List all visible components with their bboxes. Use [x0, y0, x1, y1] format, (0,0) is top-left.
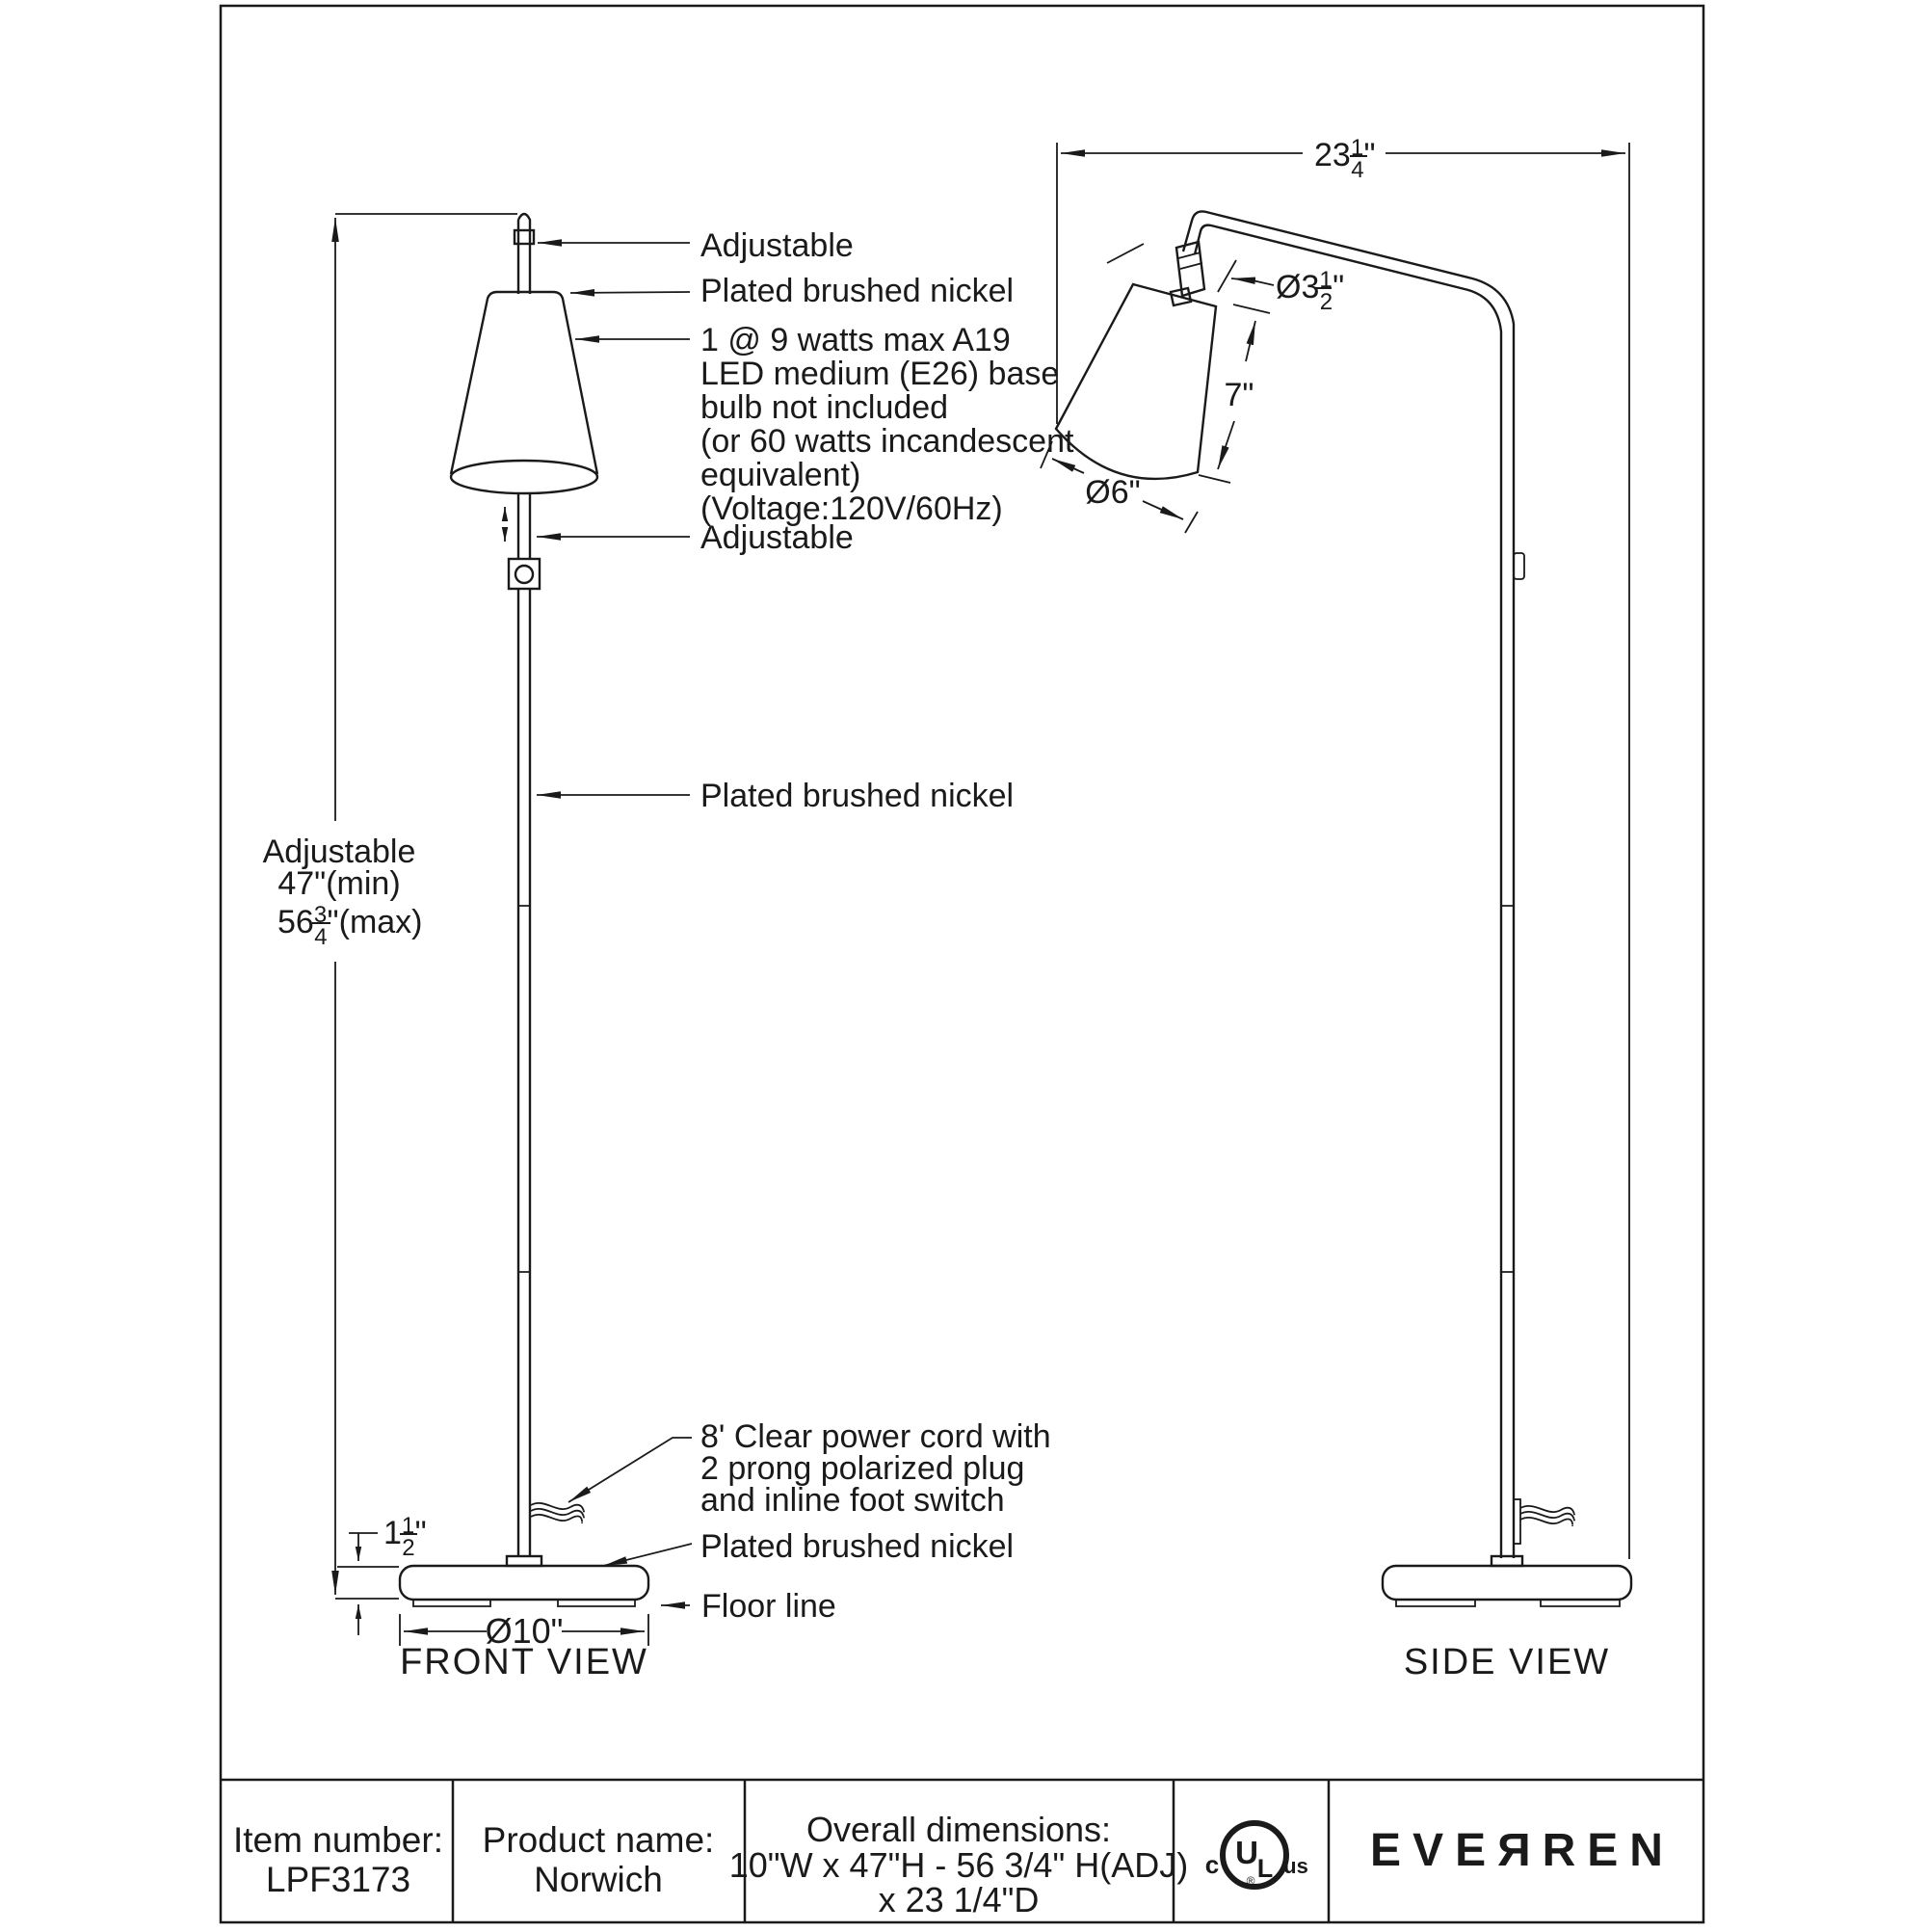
front-cord	[530, 1514, 583, 1523]
front-base-feet	[412, 1600, 636, 1607]
front-cord	[530, 1508, 585, 1519]
shade-top-tick-a	[1106, 243, 1145, 264]
side-swivel-ribs	[1177, 251, 1203, 270]
front-dimensions	[331, 213, 649, 1646]
side-swivel	[1175, 240, 1206, 298]
side-arm-inner	[1193, 224, 1503, 1558]
shade-bottom-tick-a	[1040, 440, 1053, 469]
label-adjustable-top: Adjustable	[700, 227, 854, 264]
label-bulb-6: (Voltage:120V/60Hz)	[700, 490, 1003, 527]
front-view-title: FRONT VIEW	[400, 1642, 648, 1682]
brand-logo: EVEЯREN	[1370, 1825, 1675, 1876]
front-cord	[530, 1502, 585, 1513]
shade-bottom-arrow-a	[1051, 458, 1085, 474]
ul-us-suffix: us	[1283, 1854, 1308, 1878]
drawing-frame	[219, 4, 1705, 1924]
item-number-value: LPF3173	[266, 1860, 410, 1899]
ul-circle	[1220, 1820, 1289, 1890]
shade-top-tick-b	[1217, 259, 1237, 293]
front-shade-rim	[449, 459, 599, 495]
shade-height-ext-bottom	[1198, 474, 1231, 484]
leader-base-material	[602, 1543, 693, 1567]
dim-height-label: Adjustable	[263, 834, 416, 870]
leader-shade-material	[569, 288, 691, 297]
label-bulb-5: equivalent)	[700, 457, 860, 493]
label-cord-2: 2 prong polarized plug	[700, 1450, 1024, 1487]
dim-base-dia: Ø10"	[486, 1611, 564, 1651]
label-bulb-3: bulb not included	[700, 389, 948, 426]
side-shade	[1054, 282, 1218, 481]
front-view	[398, 212, 650, 1607]
shade-bottom-arrow-b	[1142, 500, 1184, 520]
label-bulb-1: 1 @ 9 watts max A19	[700, 322, 1011, 358]
side-base-collar	[1490, 1554, 1524, 1568]
ul-certification-icon: U L ® c us	[1205, 1820, 1308, 1890]
side-base	[1381, 1564, 1633, 1601]
label-base-material: Plated brushed nickel	[700, 1528, 1014, 1565]
front-leaders	[537, 239, 693, 1609]
front-upper-rod	[516, 493, 532, 559]
front-base	[398, 1564, 650, 1601]
overall-dims-line1: 10"W x 47"H - 56 3/4" H(ADJ)	[729, 1845, 1188, 1885]
label-adjustable-mid: Adjustable	[700, 519, 854, 556]
label-cord-3: and inline foot switch	[700, 1482, 1005, 1519]
title-block: Item number: LPF3173 Product name: Norwi…	[221, 1778, 1703, 1922]
side-view-title: SIDE VIEW	[1404, 1642, 1610, 1682]
label-shade-material: Plated brushed nickel	[700, 273, 1014, 309]
label-floor-line: Floor line	[701, 1588, 836, 1625]
ul-letter-u: U	[1235, 1835, 1258, 1870]
shade-height-arrow-top	[1245, 320, 1256, 362]
front-rod-collar	[513, 228, 536, 246]
label-bulb-4: (or 60 watts incandescent	[700, 423, 1074, 460]
shade-height-ext-top	[1232, 304, 1271, 314]
side-cord-clip	[1513, 1498, 1521, 1545]
side-base-feet	[1395, 1600, 1621, 1607]
shade-bottom-tick-b	[1184, 511, 1199, 534]
front-shade	[449, 290, 599, 475]
front-base-collar	[505, 1554, 543, 1568]
overall-dims-line2: x 23 1/4"D	[879, 1880, 1040, 1919]
side-cord	[1519, 1511, 1575, 1522]
shade-height-arrow-bottom	[1217, 420, 1235, 470]
side-dimensions	[1040, 143, 1630, 1559]
front-knob-screw	[514, 564, 535, 585]
ul-letter-l: L	[1257, 1854, 1274, 1883]
dim-shade-height: 7"	[1225, 377, 1254, 413]
item-number-label: Item number:	[233, 1820, 443, 1860]
label-cord-1: 8' Clear power cord with	[700, 1418, 1051, 1455]
side-view	[1054, 210, 1633, 1607]
side-pole-switch	[1513, 552, 1525, 580]
overall-dims-label: Overall dimensions:	[806, 1810, 1111, 1849]
front-pole	[516, 589, 532, 1556]
product-name-label: Product name:	[483, 1820, 715, 1860]
side-arm-outer	[1181, 210, 1516, 1558]
product-name-value: Norwich	[534, 1860, 663, 1899]
ul-c-prefix: c	[1205, 1850, 1219, 1879]
front-finial-rod	[516, 212, 532, 294]
ul-registered-mark: ®	[1247, 1874, 1255, 1888]
dim-height-min: 47"(min)	[277, 865, 400, 902]
label-bulb-2: LED medium (E26) base	[700, 356, 1059, 392]
front-pole-joints	[518, 905, 530, 1273]
dim-shade-bottom-dia: Ø6"	[1085, 474, 1140, 511]
label-pole-material: Plated brushed nickel	[700, 778, 1014, 814]
side-cord	[1519, 1517, 1573, 1526]
side-pole-joints	[1501, 905, 1514, 1273]
front-adjuster-knob	[507, 557, 541, 591]
leader-cord	[568, 1437, 692, 1503]
side-socket-nub	[1169, 286, 1193, 307]
shade-top-leader	[1230, 277, 1275, 286]
side-cord	[1519, 1505, 1575, 1516]
